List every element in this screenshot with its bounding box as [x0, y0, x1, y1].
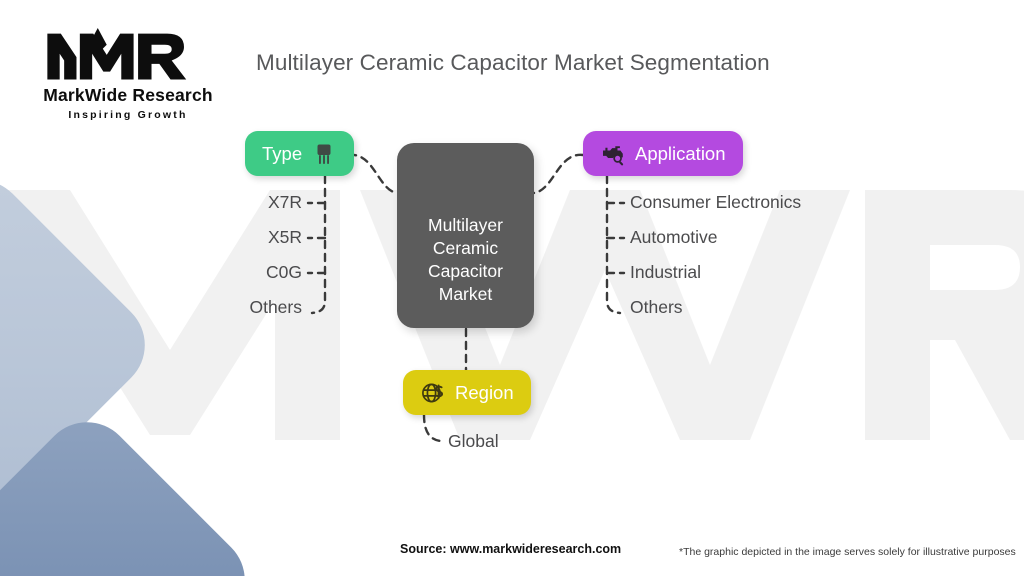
center-node-label: Multilayer Ceramic Capacitor Market — [428, 215, 503, 304]
branch-pill-region-label: Region — [455, 381, 514, 403]
logo-brand-name: MarkWide Research — [43, 85, 213, 105]
disclaimer-note: *The graphic depicted in the image serve… — [679, 546, 1016, 558]
branch-pill-type[interactable]: Type — [245, 131, 355, 176]
branch-pill-region[interactable]: Region — [403, 370, 531, 415]
leaf-application-3: Others — [630, 297, 683, 317]
leaf-region-0: Global — [448, 431, 499, 451]
connector-app-spine — [605, 174, 622, 315]
decorative-square-light — [0, 161, 164, 529]
leaf-type-3: Others — [249, 297, 302, 317]
center-node: Multilayer Ceramic Capacitor Market — [397, 143, 534, 328]
branch-pill-type-label: Type — [262, 142, 303, 164]
connector-app-to-center — [532, 153, 585, 195]
decorative-square-dark — [0, 403, 264, 576]
leaf-application-1: Automotive — [630, 227, 718, 247]
connector-type-spine — [310, 174, 327, 315]
leaf-application-2: Industrial — [630, 262, 702, 282]
leaf-type-1: X5R — [267, 227, 302, 247]
company-logo: MarkWide Research Inspiring Growth — [28, 28, 228, 121]
branch-pill-application[interactable]: Application — [583, 131, 743, 176]
engine-search-icon — [600, 141, 626, 167]
page-title: Multilayer Ceramic Capacitor Market Segm… — [256, 50, 770, 75]
connector-type-to-center — [347, 153, 399, 195]
logo-tagline: Inspiring Growth — [68, 109, 188, 121]
leaf-application-0: Consumer Electronics — [630, 192, 802, 212]
mwr-monogram-icon — [47, 28, 187, 80]
branch-pill-application-label: Application — [635, 142, 726, 164]
connector-region-spine — [422, 413, 443, 443]
leaf-type-0: X7R — [267, 192, 302, 212]
globe-currency-icon — [420, 380, 446, 406]
leaf-type-2: C0G — [266, 262, 302, 282]
source-label: Source: www.markwideresearch.com — [400, 542, 622, 556]
transistor-icon — [311, 141, 337, 167]
